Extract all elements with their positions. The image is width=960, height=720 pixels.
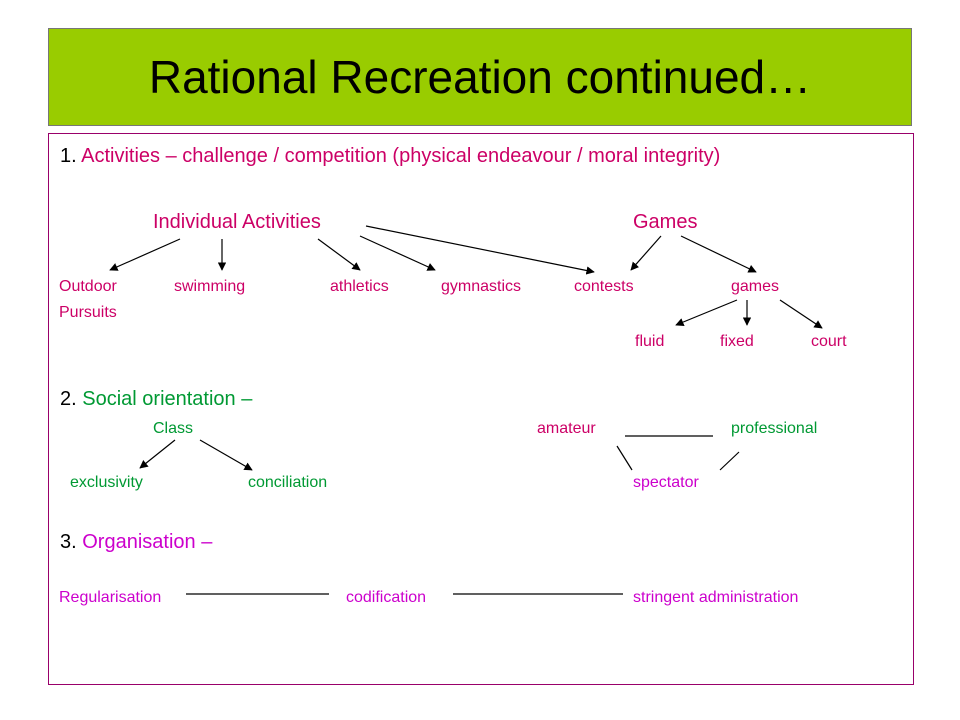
section3-heading: 3. Organisation – bbox=[60, 531, 212, 554]
codification-label: codification bbox=[346, 589, 427, 606]
line-professional-spectator bbox=[719, 451, 740, 471]
section2-number: 2. bbox=[60, 388, 77, 410]
class-label: Class bbox=[153, 420, 194, 437]
arrow-to-fluid bbox=[675, 299, 738, 327]
games-sub-label: games bbox=[731, 278, 780, 295]
athletics-label: athletics bbox=[330, 278, 389, 295]
outdoor-label: Outdoor bbox=[59, 278, 117, 295]
section3-label: Organisation – bbox=[82, 531, 213, 553]
pursuits-label: Pursuits bbox=[59, 304, 117, 321]
section3-number: 3. bbox=[60, 531, 77, 553]
fixed-label: fixed bbox=[720, 333, 754, 350]
arrow-to-court bbox=[779, 299, 823, 329]
section2-heading: 2. Social orientation – bbox=[60, 388, 252, 411]
stringent-label: stringent administration bbox=[633, 589, 799, 606]
spectator-label: spectator bbox=[633, 474, 699, 491]
slide-title: Rational Recreation continued… bbox=[148, 51, 812, 103]
arrow-games-to-contests bbox=[630, 235, 662, 271]
line-amateur-spectator bbox=[616, 445, 633, 471]
swimming-label: swimming bbox=[174, 278, 246, 295]
arrow-to-contests bbox=[365, 225, 595, 275]
arrow-to-gymnastics bbox=[359, 235, 436, 271]
content-box bbox=[48, 133, 914, 685]
arrow-to-exclusivity bbox=[139, 439, 176, 469]
arrow-to-conciliation bbox=[199, 439, 253, 471]
conciliation-label: conciliation bbox=[248, 474, 328, 491]
gymnastics-label: gymnastics bbox=[441, 278, 522, 295]
court-label: court bbox=[811, 333, 847, 350]
amateur-label: amateur bbox=[537, 420, 596, 437]
regularisation-label: Regularisation bbox=[59, 589, 162, 606]
fluid-label: fluid bbox=[635, 333, 665, 350]
arrow-to-athletics bbox=[317, 238, 361, 271]
section1-number: 1. bbox=[60, 145, 77, 167]
section1-label: Activities – challenge / competition (ph… bbox=[81, 145, 721, 167]
individual-activities-label: Individual Activities bbox=[153, 211, 321, 233]
contests-label: contests bbox=[574, 278, 634, 295]
title-banner: Rational Recreation continued… bbox=[48, 28, 912, 126]
exclusivity-label: exclusivity bbox=[70, 474, 143, 491]
professional-label: professional bbox=[731, 420, 818, 437]
section1-heading: 1. Activities – challenge / competition … bbox=[60, 145, 720, 168]
arrow-games-to-games bbox=[680, 235, 757, 273]
section2-label: Social orientation – bbox=[82, 388, 253, 410]
games-label: Games bbox=[633, 211, 698, 233]
arrow-to-outdoor bbox=[109, 238, 181, 271]
